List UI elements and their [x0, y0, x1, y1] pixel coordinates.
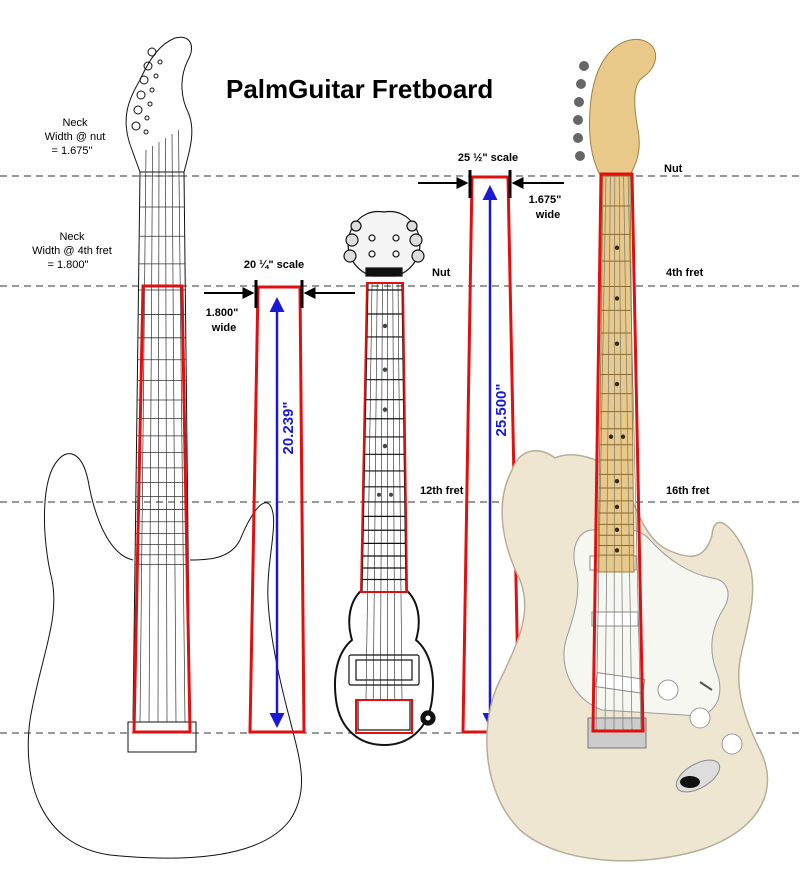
nut-label-palm: Nut [432, 267, 451, 279]
fret12-label: 12th fret [420, 485, 464, 497]
svg-text:= 1.675": = 1.675" [52, 145, 93, 157]
palm-width-value: 1.800" [206, 307, 239, 319]
left-headstock [125, 36, 193, 173]
page-title: PalmGuitar Fretboard [226, 74, 493, 104]
palm-bridge-outline [355, 699, 413, 734]
svg-text:Width @ nut: Width @ nut [45, 131, 106, 143]
strat-neck-detail [595, 174, 642, 731]
fret16-label: 16th fret [666, 485, 710, 497]
strat-scale-measurement: 25.500" [493, 384, 510, 437]
fret4-label: 4th fret [666, 267, 704, 279]
stratocaster-photo [486, 39, 769, 862]
svg-text:Neck: Neck [62, 117, 88, 129]
palm-scale-measurement: 20.239" [280, 402, 297, 455]
svg-text:Neck: Neck [59, 231, 85, 243]
strat-scale-label: 25 ½" scale [458, 152, 518, 164]
palm-scale-box [248, 285, 306, 734]
strat-headstock [589, 39, 657, 176]
strat-pickguard [563, 527, 729, 717]
nut-width-label: Neck Width @ nut = 1.675" [45, 117, 106, 157]
fret4-width-label: Neck Width @ 4th fret = 1.800" [32, 231, 112, 271]
strat-width-indicator [418, 170, 564, 198]
left-taper-outline [132, 284, 192, 734]
strat-width-value: 1.675" [529, 194, 562, 206]
svg-text:= 1.800": = 1.800" [48, 259, 89, 271]
left-guitar-outline [27, 36, 302, 859]
strat-taper-outline [591, 172, 645, 733]
palmguitar-drawing [334, 210, 436, 747]
svg-text:Width @ 4th fret: Width @ 4th fret [32, 245, 112, 257]
strat-width-unit: wide [535, 209, 560, 221]
palm-taper-outline [359, 282, 409, 593]
left-neck-detail [134, 129, 189, 723]
palm-width-indicator [204, 280, 355, 308]
palm-width-unit: wide [211, 322, 236, 334]
nut-label-right: Nut [664, 163, 683, 175]
left-body [27, 453, 302, 859]
palm-scale-label: 20 ¼" scale [244, 259, 304, 271]
